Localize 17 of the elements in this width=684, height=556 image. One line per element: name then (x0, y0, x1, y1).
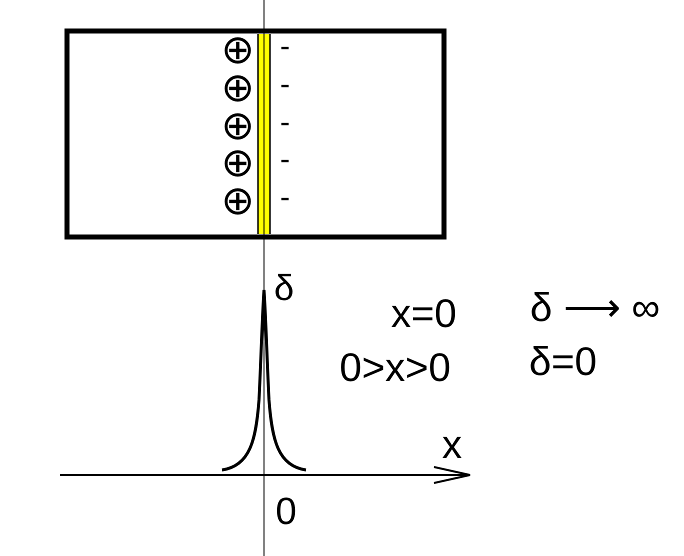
negative-charge: - (280, 183, 290, 213)
negative-charge: - (280, 145, 290, 175)
limit-text: δ ⟶ ∞ (530, 288, 660, 328)
axis-label: δ (274, 270, 294, 306)
positive-charge: ⊕ (221, 68, 255, 108)
negative-charge: - (280, 70, 290, 100)
negative-charge: - (280, 32, 290, 62)
positive-charge: ⊕ (221, 181, 255, 221)
positive-charge: ⊕ (221, 143, 255, 183)
condition-text: x=0 (391, 294, 457, 334)
positive-charge: ⊕ (221, 106, 255, 146)
value-text: δ=0 (529, 342, 597, 382)
axis-label: x (442, 425, 462, 465)
negative-charge: - (280, 108, 290, 138)
positive-charge: ⊕ (221, 30, 255, 70)
tick-label: 0 (276, 493, 297, 531)
condition-text: 0>x>0 (340, 348, 451, 388)
